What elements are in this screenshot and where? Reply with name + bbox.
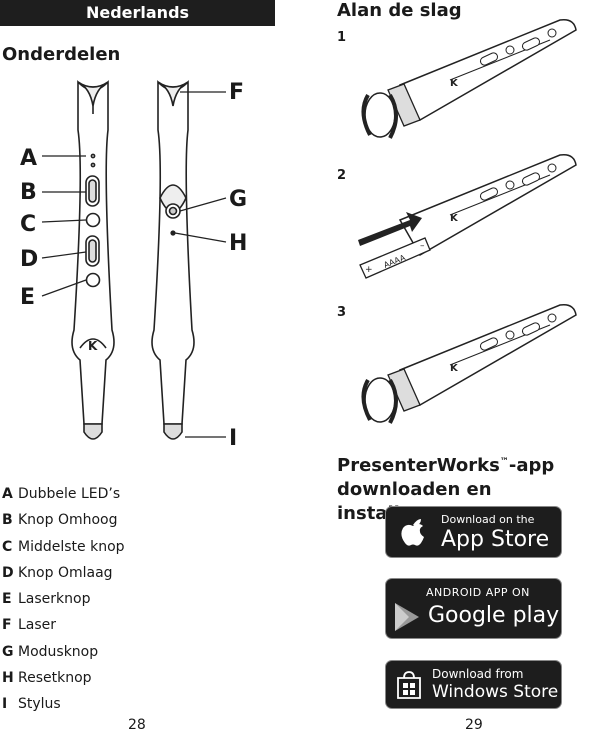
windows-store-small-text: Download from xyxy=(432,667,524,681)
svg-text:K: K xyxy=(88,339,98,353)
windows-store-badge[interactable]: Download from Windows Store xyxy=(385,660,562,709)
legend-item: I Stylus xyxy=(2,694,282,720)
legend-item: C Middelste knop xyxy=(2,537,282,563)
legend-text: Resetknop xyxy=(18,670,92,687)
legend-item: A Dubbele LED’s xyxy=(2,484,282,510)
label-f: F xyxy=(229,80,245,105)
label-b: B xyxy=(20,180,37,205)
battery-minus: – xyxy=(420,241,425,251)
google-play-big-text: Google play xyxy=(428,603,560,628)
app-title-trademark: ™ xyxy=(499,457,509,467)
google-play-badge[interactable]: ANDROID APP ON Google play xyxy=(385,578,562,639)
app-store-badge[interactable]: Download on the App Store xyxy=(385,506,562,558)
legend-item: F Laser xyxy=(2,615,282,641)
label-h: H xyxy=(229,231,248,256)
legend-text: Laser xyxy=(18,617,57,634)
legend-text: Dubbele LED’s xyxy=(18,486,121,502)
play-store-icon xyxy=(395,603,419,631)
app-title-name: PresenterWorks xyxy=(337,455,500,476)
legend-key: H xyxy=(2,670,14,687)
parts-legend: A Dubbele LED’s B Knop Omhoog C Middelste k… xyxy=(2,484,282,721)
page-number-left: 28 xyxy=(128,717,146,733)
label-i: I xyxy=(229,426,238,451)
legend-item: E Laserknop xyxy=(2,589,282,615)
legend-key: I xyxy=(2,696,8,713)
app-store-big-text: App Store xyxy=(441,527,550,552)
section-title-getting-started: Alan de slag xyxy=(337,0,462,21)
legend-text: Laserknop xyxy=(18,591,91,608)
legend-text: Middelste knop xyxy=(18,538,125,555)
label-e: E xyxy=(20,285,36,310)
pen-front-illustration: K xyxy=(41,79,227,440)
legend-text: Knop Omhoog xyxy=(18,512,118,529)
legend-key: F xyxy=(2,617,12,634)
legend-key: E xyxy=(2,591,12,608)
label-g: G xyxy=(229,187,248,212)
label-a: A xyxy=(20,146,38,171)
google-play-small-text: ANDROID APP ON xyxy=(426,586,530,599)
legend-key: A xyxy=(2,486,13,502)
legend-key: B xyxy=(2,512,13,529)
legend-text: Stylus xyxy=(18,696,61,713)
section-title-parts: Onderdelen xyxy=(2,44,121,65)
legend-text: Modusknop xyxy=(18,643,99,660)
step-1-number: 1 xyxy=(337,30,347,45)
apple-icon xyxy=(401,519,424,546)
step-2-number: 2 xyxy=(337,168,347,183)
windows-store-icon xyxy=(397,671,421,699)
step-illustrations: K + – AAAA xyxy=(358,18,577,424)
battery-plus: + xyxy=(365,265,373,275)
windows-store-big-text: Windows Store xyxy=(432,682,559,702)
page-number-right: 29 xyxy=(465,717,483,733)
language-header: Nederlands xyxy=(0,0,275,26)
legend-key: D xyxy=(2,564,14,581)
legend-item: B Knop Omhoog xyxy=(2,510,282,536)
legend-text: Knop Omlaag xyxy=(18,564,113,581)
app-title-suffix: -app xyxy=(508,455,555,476)
legend-key: C xyxy=(2,538,13,555)
legend-key: G xyxy=(2,643,14,660)
label-d: D xyxy=(20,247,39,272)
step-3-number: 3 xyxy=(337,305,347,320)
label-c: C xyxy=(20,212,37,237)
app-store-small-text: Download on the xyxy=(441,513,535,526)
